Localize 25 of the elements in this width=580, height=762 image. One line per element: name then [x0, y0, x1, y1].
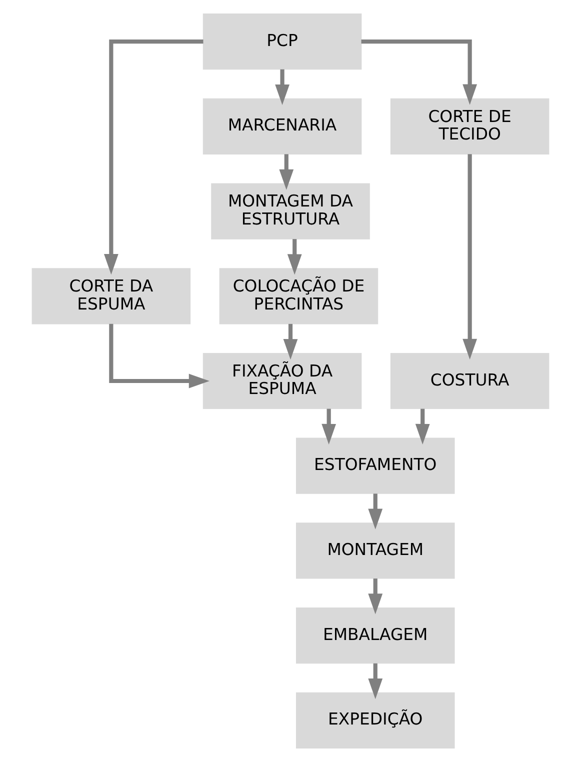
arrow	[462, 154, 477, 360]
node-box: CORTE DE TECIDO	[390, 98, 549, 154]
arrow	[368, 578, 382, 614]
node-box: ESTOFAMENTO	[295, 438, 454, 494]
node-box: COSTURA	[390, 352, 549, 410]
node-box: MARCENARIA	[202, 98, 362, 154]
node-box: EMBALAGEM	[295, 608, 454, 664]
arrow	[108, 324, 209, 388]
node-box: EXPEDIÇÃO	[295, 692, 454, 749]
node-box: MONTAGEM	[295, 522, 454, 579]
arrow	[368, 494, 382, 530]
arrow	[278, 154, 294, 190]
arrow	[286, 239, 302, 275]
node-box: COLOCAÇÃO DE PERCINTAS	[218, 268, 378, 324]
node-box: FIXAÇÃO DA ESPUMA	[202, 352, 362, 410]
arrow	[274, 69, 289, 106]
arrow	[368, 663, 382, 700]
arrow	[360, 39, 477, 105]
node-box: PCP	[202, 13, 362, 70]
arrow	[103, 39, 203, 275]
arrow	[282, 324, 298, 360]
arrow	[321, 408, 336, 445]
arrow	[414, 408, 430, 445]
node-box: CORTE DA ESPUMA	[31, 268, 190, 324]
node-box: MONTAGEM DA ESTRUTURA	[210, 183, 370, 240]
